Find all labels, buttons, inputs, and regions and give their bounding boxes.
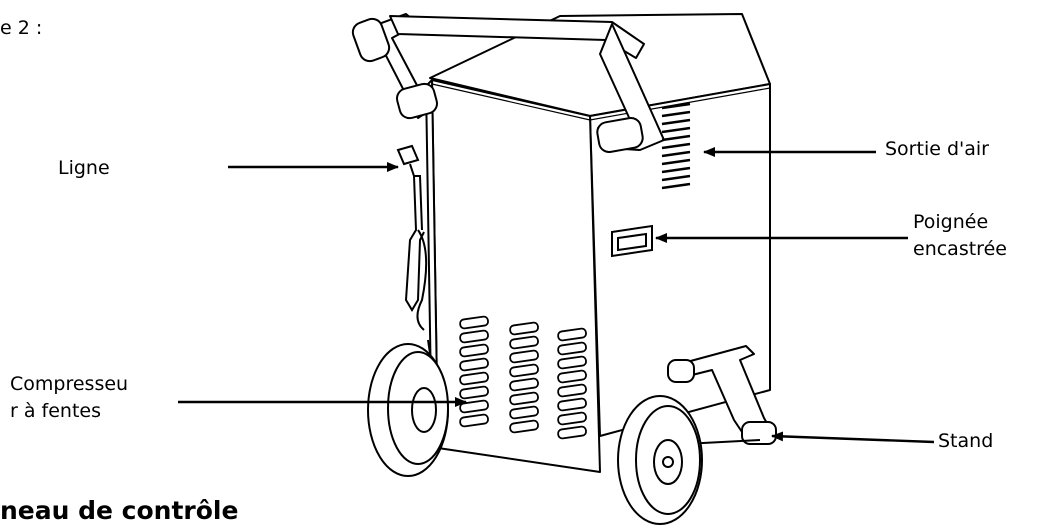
top-handle xyxy=(351,13,665,154)
label-handle-line1: Poignée xyxy=(913,211,989,233)
label-cord: Ligne xyxy=(58,157,110,179)
label-compressor-line1: Compresseu xyxy=(10,373,129,395)
compressor-slots xyxy=(459,315,587,440)
stand-pointer xyxy=(771,431,935,444)
label-air-outlet: Sortie d'air xyxy=(885,138,989,160)
figure-caption: e 2 : xyxy=(0,17,43,39)
recessed-handle-drawing xyxy=(611,224,653,258)
air-outlet-louvres xyxy=(661,102,691,190)
right-wheel xyxy=(617,395,703,525)
left-wheel xyxy=(367,343,449,477)
label-handle-line2: encastrée xyxy=(913,238,1007,260)
section-heading: neau de contrôle xyxy=(0,496,239,525)
label-compressor-line2: r à fentes xyxy=(10,400,101,422)
label-stand: Stand xyxy=(938,430,994,452)
